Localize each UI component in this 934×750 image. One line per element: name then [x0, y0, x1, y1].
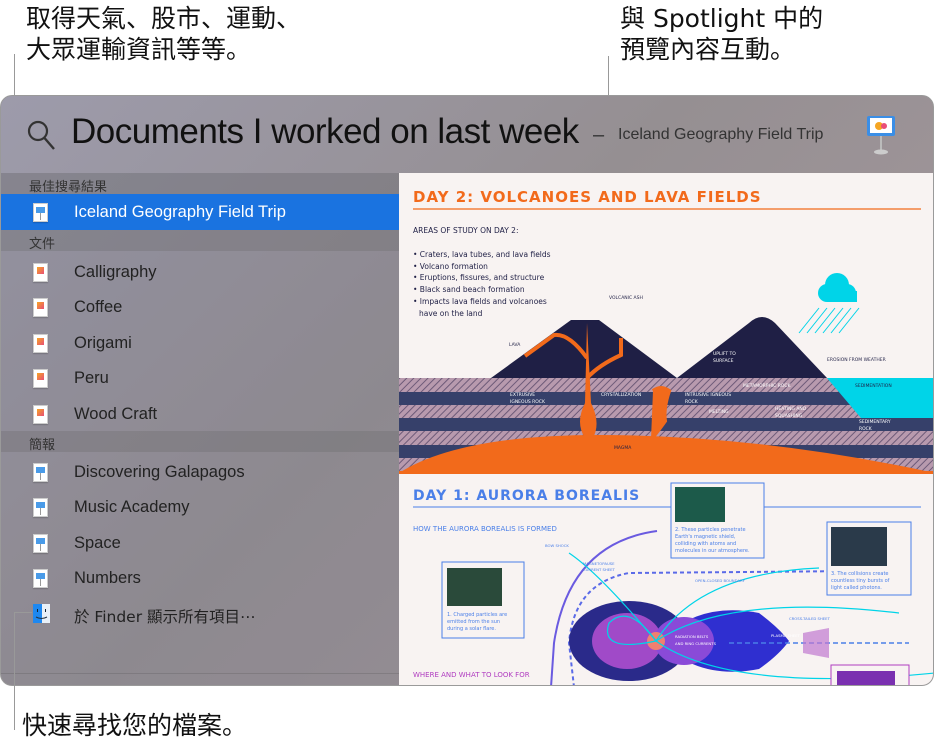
label: CURRENT SHEET — [583, 567, 616, 572]
spotlight-window: Documents I worked on last week – Icelan… — [0, 95, 934, 686]
bullet: • Impacts lava fields and volcanoes — [413, 297, 547, 306]
label: AND RING CURRENTS — [675, 641, 717, 646]
label: HEATING AND — [775, 406, 807, 412]
aurora-photo — [837, 671, 895, 685]
keynote-icon — [33, 569, 48, 588]
section-header-documents: 文件 — [1, 230, 399, 252]
day1-footer: WHERE AND WHAT TO LOOK FOR — [413, 671, 530, 679]
bullet: • Eruptions, fissures, and structure — [413, 273, 545, 282]
result-item[interactable]: Discovering Galapagos — [1, 454, 399, 490]
geology-illustration: VOLCANIC ASH LAVA EROSION FROM WEATHER M… — [399, 273, 933, 473]
label: MELTING — [709, 409, 729, 415]
show-all-in-finder[interactable]: 於 Finder 顯示所有項目⋯ — [1, 596, 399, 632]
label: EROSION FROM WEATHER — [827, 357, 886, 363]
bullet: • Volcano formation — [413, 262, 488, 271]
label: CROSS-TAILED SHEET — [789, 616, 831, 621]
day2-title: DAY 2: VOLCANOES AND LAVA FIELDS — [413, 188, 762, 206]
card-text: 1. Charged particles are — [447, 612, 507, 618]
keynote-icon — [33, 463, 48, 482]
card-text: 3. The collisions create — [831, 571, 889, 577]
section-divider — [399, 471, 933, 474]
label: ROCK — [685, 399, 699, 405]
aurora-photo — [447, 568, 502, 606]
pages-icon — [33, 369, 48, 388]
pages-icon — [33, 298, 48, 317]
bullet: have on the land — [419, 309, 483, 318]
keynote-icon — [33, 203, 48, 222]
divider — [1, 673, 399, 674]
result-item[interactable]: Origami — [1, 325, 399, 361]
label: INTRUSIVE IGNEOUS — [685, 392, 731, 398]
label: CRYSTALLIZATION — [601, 392, 641, 398]
callout-preview: 與 Spotlight 中的預覽內容互動。 — [620, 4, 824, 64]
label: MAGMA — [614, 445, 632, 451]
search-input[interactable]: Documents I worked on last week — [71, 112, 579, 151]
label: BOW SHOCK — [545, 543, 569, 548]
slide-preview: DAY 2: VOLCANOES AND LAVA FIELDS AREAS O… — [399, 188, 933, 685]
result-item[interactable]: Calligraphy — [1, 254, 399, 290]
label: PLASMA SHEET — [771, 633, 801, 638]
label: LAVA — [509, 342, 521, 348]
card-text: emitted from the sun — [447, 619, 500, 625]
keynote-icon — [33, 498, 48, 517]
callout-line — [14, 612, 32, 613]
callout-widgets: 取得天氣、股市、運動、大眾運輸資訊等等。 — [26, 4, 302, 64]
label: SQUASHING — [775, 413, 803, 419]
day2-subtitle: AREAS OF STUDY ON DAY 2: — [413, 226, 518, 235]
label: VOLCANIC ASH — [609, 295, 643, 301]
keynote-icon — [33, 534, 48, 553]
pages-icon — [33, 263, 48, 282]
result-item[interactable]: Peru — [1, 360, 399, 396]
pages-icon — [33, 334, 48, 353]
card-text: molecules in our atmosphere. — [675, 548, 750, 554]
bullet: • Black sand beach formation — [413, 285, 525, 294]
label: OPEN-CLOSED BOUNDARY — [695, 578, 745, 583]
label: EXTRUSIVE — [510, 392, 535, 398]
finder-icon — [33, 604, 50, 623]
selected-result-title: Iceland Geography Field Trip — [618, 126, 824, 143]
label: SEDIMENTARY — [859, 419, 891, 425]
label: SEDIMENTATION — [855, 383, 892, 389]
card-text: during a solar flare. — [447, 626, 496, 632]
day1-title: DAY 1: AURORA BOREALIS — [413, 488, 640, 504]
result-item[interactable]: Wood Craft — [1, 396, 399, 432]
bullet: • Craters, lava tubes, and lava fields — [413, 250, 551, 259]
day2-bullets: • Craters, lava tubes, and lava fields •… — [413, 250, 551, 318]
result-item[interactable]: Numbers — [1, 560, 399, 596]
magnetosphere-diagram: BOW SHOCK MAGNETOPAUSE CURRENT SHEET OPE… — [545, 530, 933, 685]
pages-icon — [33, 405, 48, 424]
card-text: 2. These particles penetrate — [675, 527, 746, 533]
section-header-top-hit: 最佳搜尋結果 — [1, 173, 399, 195]
keynote-icon — [867, 116, 895, 155]
aurora-photo — [675, 487, 725, 522]
label: UPLIFT TO — [713, 351, 736, 357]
aurora-photo — [831, 527, 887, 566]
label: ROCK — [859, 426, 873, 432]
callout-find-files: 快速尋找您的檔案。 — [22, 711, 248, 740]
label: MAGNETOPAUSE — [583, 561, 615, 566]
result-item[interactable]: Space — [1, 525, 399, 561]
card-text: Earth's magnetic shield, — [675, 534, 736, 540]
label: IGNEOUS ROCK — [510, 399, 546, 405]
result-item-iceland[interactable]: Iceland Geography Field Trip — [1, 194, 399, 230]
day1-subtitle: HOW THE AURORA BOREALIS IS FORMED — [413, 525, 557, 533]
result-item[interactable]: Music Academy — [1, 489, 399, 525]
separator-dash: – — [593, 124, 605, 146]
magnifying-glass-icon — [27, 120, 55, 150]
search-bar: Documents I worked on last week – Icelan… — [1, 96, 933, 173]
card-text: colliding with atoms and — [675, 541, 736, 547]
callout-line — [14, 612, 15, 730]
results-list: 最佳搜尋結果 Iceland Geography Field Trip 文件 C… — [1, 173, 399, 685]
document-preview[interactable]: DAY 2: VOLCANOES AND LAVA FIELDS AREAS O… — [399, 173, 933, 685]
label: METAMORPHIC ROCK — [743, 383, 792, 389]
card-text: light called photons. — [831, 585, 882, 591]
card-text: countless tiny bursts of — [831, 578, 890, 584]
section-header-presentations: 簡報 — [1, 431, 399, 453]
result-item[interactable]: Coffee — [1, 289, 399, 325]
label: RADIATION BELTS — [675, 634, 709, 639]
label: SURFACE — [713, 358, 734, 364]
